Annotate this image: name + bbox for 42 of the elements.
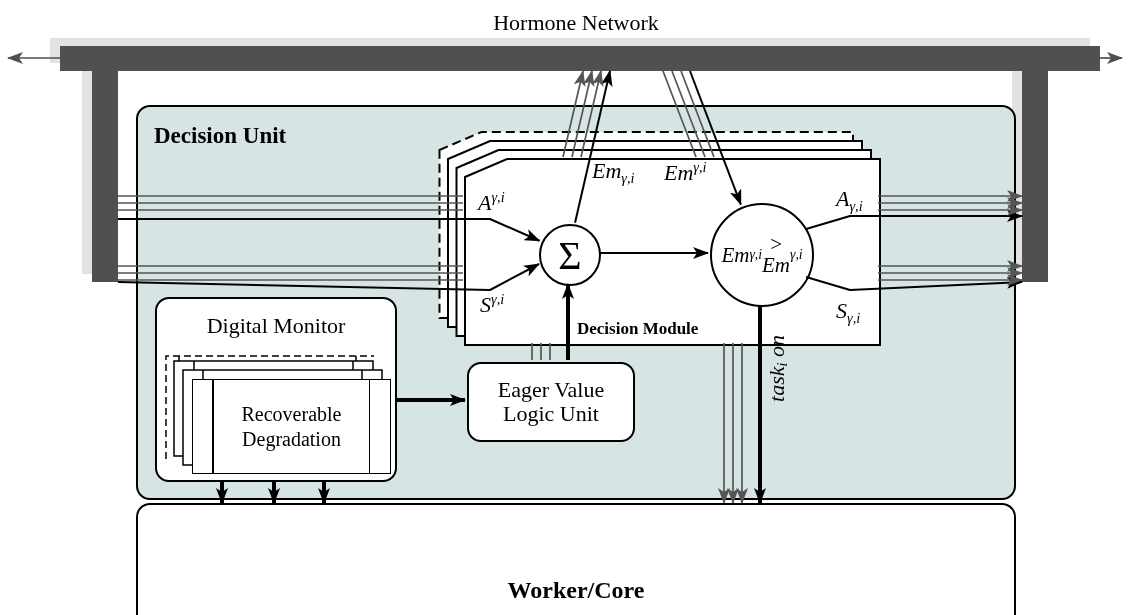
- arrow: [736, 342, 748, 504]
- arrow: [805, 210, 1023, 230]
- arrow: [574, 70, 613, 224]
- module-title: Decision Module: [577, 319, 699, 339]
- edge-label: A$_{γ,i}$: [836, 188, 863, 214]
- bus-title: Hormone Network: [492, 10, 660, 36]
- core-panel: Worker/Core: [136, 503, 1016, 615]
- edge-label: S$_{γ,i}$: [836, 300, 861, 326]
- arrow: [318, 480, 330, 504]
- arrow: [7, 52, 61, 64]
- unit-panel: [136, 105, 1016, 500]
- edge-label: A$^{γ,i}$: [478, 190, 505, 215]
- arrow: [727, 342, 739, 504]
- arrow: [754, 305, 766, 504]
- arrow: [877, 274, 1023, 286]
- arrow: [216, 480, 228, 504]
- monitor-panel: [155, 297, 397, 482]
- arrow: [877, 260, 1023, 272]
- logic-unit-box: Eager Value Logic Unit: [467, 362, 635, 442]
- arrow: [1099, 52, 1123, 64]
- arrow: [571, 70, 595, 158]
- arrow: [117, 218, 541, 242]
- arrow: [268, 480, 280, 504]
- unit-title: Decision Unit: [154, 123, 287, 149]
- arrow: [689, 70, 742, 206]
- arrow: [877, 267, 1023, 279]
- arrow: [805, 276, 1023, 291]
- edge-label: Em$_{γ,i}$: [592, 160, 635, 186]
- edge-label: S$^{γ,i}$: [480, 292, 505, 317]
- arrow: [580, 70, 604, 158]
- arrow: [877, 204, 1023, 216]
- arrow: [877, 197, 1023, 209]
- arrow: [877, 190, 1023, 202]
- arrow: [562, 70, 586, 158]
- arrow: [598, 247, 709, 259]
- arrow: [117, 263, 540, 291]
- edge-label: Em$^{γ,i}$: [664, 160, 707, 185]
- monitor-title: Digital Monitor: [205, 313, 347, 339]
- degradation-card: Recoverable Degradation: [192, 379, 391, 474]
- arrow: [395, 394, 466, 406]
- arrow: [562, 283, 574, 360]
- arrow: [718, 342, 730, 504]
